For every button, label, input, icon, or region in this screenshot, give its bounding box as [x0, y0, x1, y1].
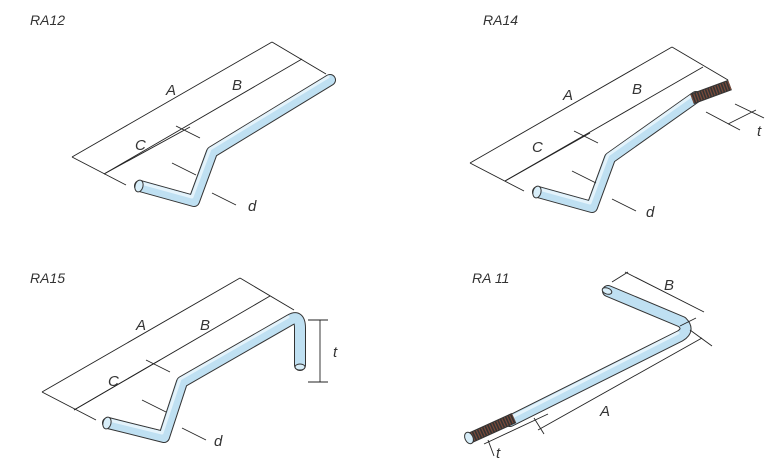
label-d: d [646, 204, 655, 221]
label-A: A [165, 82, 176, 99]
rod-ra15 [102, 312, 306, 443]
label-t: t [757, 123, 762, 140]
dimension-lines-ra14 [469, 46, 765, 212]
label-B: B [232, 77, 242, 94]
dimension-lines-ra12 [71, 41, 327, 206]
figure-title-ra14: RA14 [483, 12, 519, 28]
label-t: t [496, 445, 501, 461]
dimension-lines-ra11 [483, 271, 713, 457]
rod-ra11 [464, 285, 692, 445]
label-A: A [562, 87, 573, 104]
label-A: A [599, 403, 610, 420]
figure-title-ra11: RA 11 [472, 270, 510, 286]
dimension-lines-ra15 [41, 277, 328, 441]
label-t: t [333, 344, 338, 361]
label-B: B [664, 277, 674, 294]
rod-ra14 [532, 79, 732, 213]
figure-title-ra15: RA15 [30, 270, 66, 286]
label-C: C [135, 137, 146, 154]
label-B: B [200, 317, 210, 334]
label-C: C [532, 139, 543, 156]
label-C: C [108, 373, 119, 390]
label-A: A [135, 317, 146, 334]
label-d: d [248, 198, 257, 215]
label-B: B [632, 81, 642, 98]
figure-title-ra12: RA12 [30, 12, 66, 28]
label-d: d [214, 433, 223, 450]
rod-ra12 [134, 74, 336, 207]
